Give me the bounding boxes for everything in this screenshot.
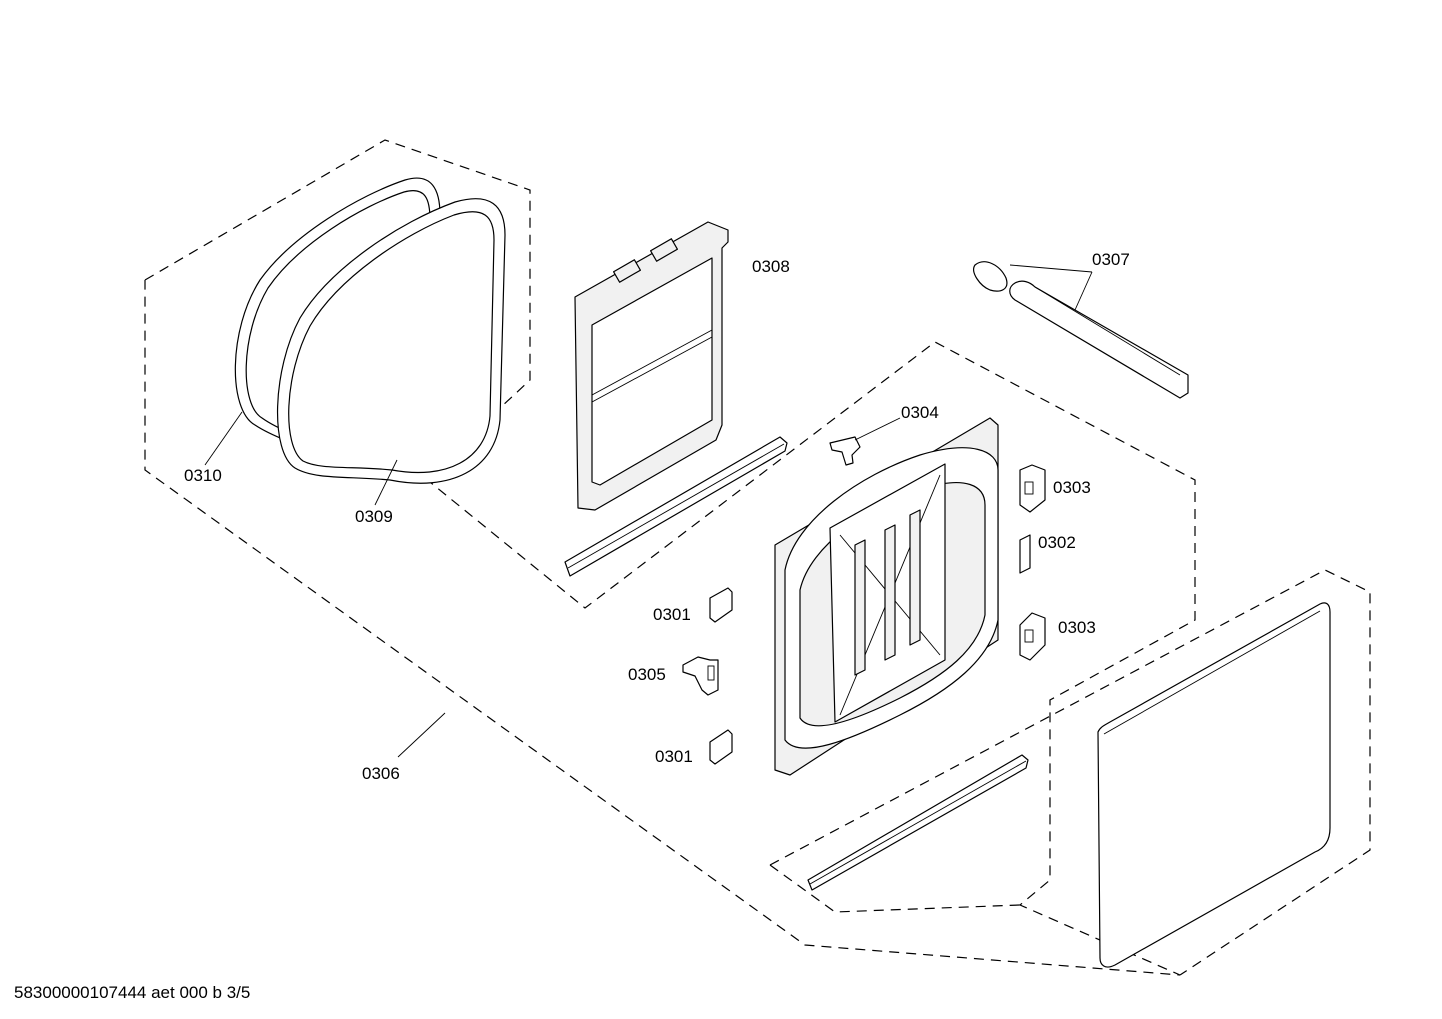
clip-0304 — [829, 436, 861, 466]
leader-0306 — [397, 712, 446, 758]
callout-0303-lower: 0303 — [1058, 618, 1096, 637]
hinge-0303-upper-body — [1019, 464, 1046, 513]
callout-0310: 0310 — [184, 466, 222, 485]
hinge-0303-upper-slot — [1024, 481, 1034, 495]
filter-frame-0308-window — [591, 257, 713, 486]
outer-door-group-outline — [144, 139, 1196, 976]
front-panel — [1097, 602, 1331, 968]
upper-strip — [564, 436, 788, 577]
gasket-0309 — [277, 198, 506, 484]
leader-0310 — [204, 411, 243, 466]
front-panel-body — [1097, 602, 1331, 968]
door-frame-fin-3 — [909, 509, 921, 646]
lower-strip-edge — [809, 760, 1027, 885]
handle-0307 — [973, 261, 1189, 399]
pad-0301-upper — [709, 587, 733, 623]
front-panel-edge — [1103, 610, 1321, 735]
callout-labels: 0310 0309 0308 0307 0304 0303 0302 0303 … — [184, 250, 1130, 783]
leader-0307-a — [1009, 264, 1093, 273]
callout-0301-lower: 0301 — [655, 747, 693, 766]
callout-0304: 0304 — [901, 403, 939, 422]
hinge-0303-lower-slot — [1024, 629, 1034, 643]
filter-frame-0308-crossbar-2 — [591, 336, 713, 403]
door-inner-frame — [774, 417, 999, 776]
hinge-0303-lower-body — [1019, 612, 1046, 661]
callout-0303-upper: 0303 — [1053, 478, 1091, 497]
callout-0305: 0305 — [628, 665, 666, 684]
leader-0307-b — [1074, 271, 1093, 311]
handle-0307-cap — [973, 261, 1008, 292]
filter-frame-0308-latch-left — [613, 259, 641, 283]
callout-0309: 0309 — [355, 507, 393, 526]
front-panel-group-outline — [769, 569, 1371, 976]
latch-0305-slot — [707, 665, 715, 681]
leader-0309 — [374, 459, 398, 506]
filter-frame-0308 — [574, 221, 729, 511]
hinge-0303-upper — [1019, 464, 1046, 513]
latch-0305-body — [682, 656, 719, 696]
handle-0307-edge — [1034, 286, 1181, 376]
assembly-group-outlines — [144, 139, 1371, 976]
callout-0306: 0306 — [362, 764, 400, 783]
door-frame-fin-1 — [854, 539, 866, 676]
pad-0301-lower — [709, 729, 733, 765]
callout-0308: 0308 — [752, 257, 790, 276]
hinge-0303-lower — [1019, 612, 1046, 661]
drawing-id: 58300000107444 aet 000 b 3/5 — [14, 983, 250, 1002]
door-frame-fin-2 — [884, 524, 896, 661]
lower-strip — [807, 754, 1029, 891]
seal-strip-0302 — [1019, 534, 1031, 574]
callout-leaders — [204, 264, 1093, 758]
handle-0307-bar — [1009, 280, 1189, 399]
filter-frame-0308-crossbar — [591, 329, 713, 396]
callout-0301-upper: 0301 — [653, 605, 691, 624]
upper-strip-edge — [567, 443, 785, 569]
callout-0302: 0302 — [1038, 533, 1076, 552]
leader-0304 — [854, 417, 901, 441]
latch-0305 — [682, 656, 719, 696]
callout-0307: 0307 — [1092, 250, 1130, 269]
filter-frame-0308-latch-right — [650, 238, 678, 262]
lower-strip-group-outline — [769, 864, 1021, 913]
